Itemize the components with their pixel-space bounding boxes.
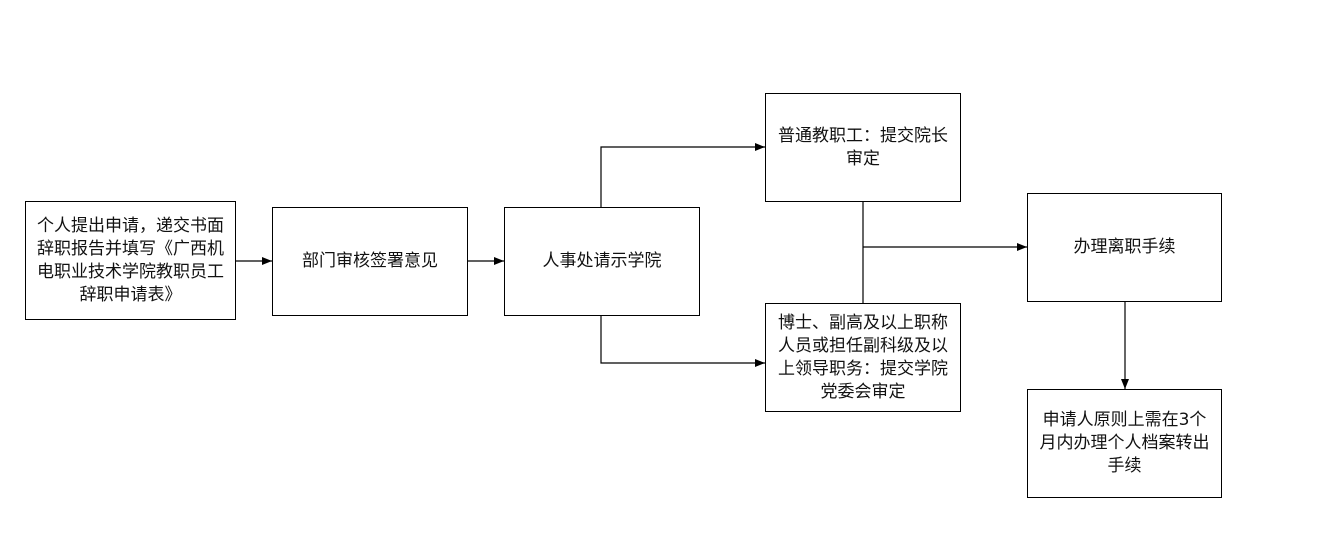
node-submit-application: 个人提出申请，递交书面辞职报告并填写《广西机电职业技术学院教职员工辞职申请表》 [25, 201, 236, 320]
node-president-approval-label: 普通教职工：提交院长审定 [778, 125, 948, 169]
node-hr-request: 人事处请示学院 [504, 207, 700, 316]
edge-b3-b4 [600, 143, 765, 207]
node-president-approval: 普通教职工：提交院长审定 [765, 93, 961, 202]
node-submit-application-label: 个人提出申请，递交书面辞职报告并填写《广西机电职业技术学院教职员工辞职申请表》 [37, 215, 224, 305]
node-file-transfer: 申请人原则上需在3个月内办理个人档案转出手续 [1027, 389, 1222, 498]
node-resignation-procedures: 办理离职手续 [1027, 193, 1222, 302]
node-file-transfer-label: 申请人原则上需在3个月内办理个人档案转出手续 [1039, 410, 1210, 476]
node-resignation-procedures-label: 办理离职手续 [1073, 237, 1176, 257]
edge-b3-b5 [600, 316, 765, 367]
node-party-committee-approval: 博士、副高及以上职称人员或担任副科级及以上领导职务：提交学院党委会审定 [765, 303, 961, 412]
node-department-review: 部门审核签署意见 [272, 207, 468, 316]
node-party-committee-approval-label: 博士、副高及以上职称人员或担任副科级及以上领导职务：提交学院党委会审定 [778, 312, 948, 402]
node-department-review-label: 部门审核签署意见 [302, 251, 438, 271]
node-hr-request-label: 人事处请示学院 [542, 251, 662, 271]
